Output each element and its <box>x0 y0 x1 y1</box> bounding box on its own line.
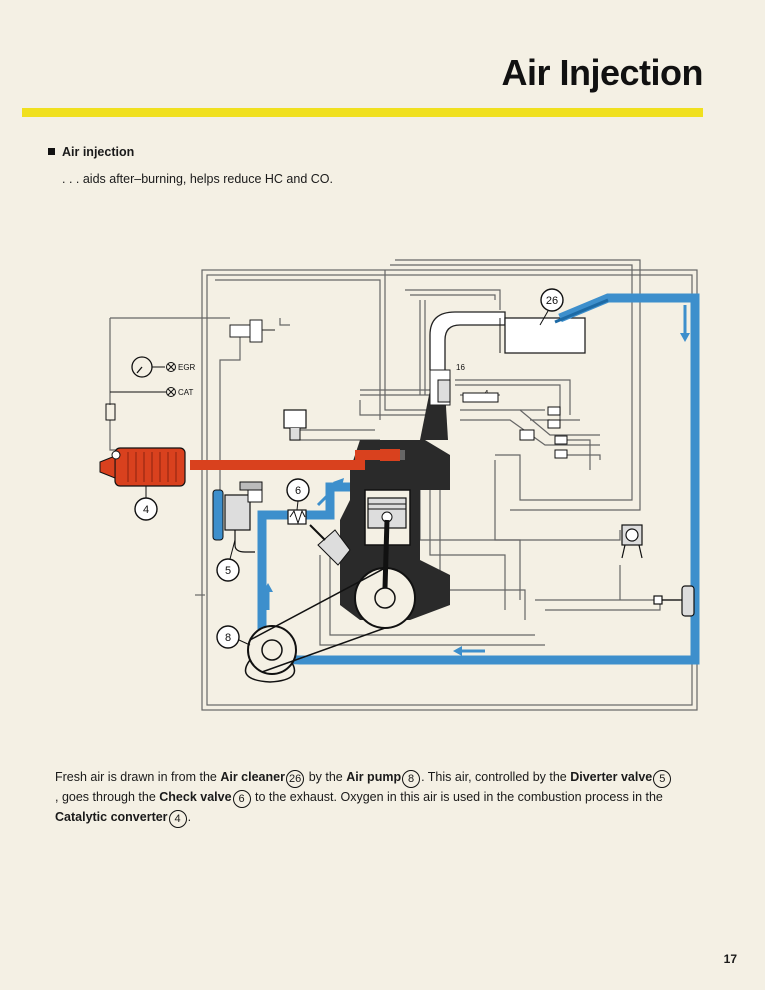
callout-4: 4 <box>134 486 158 521</box>
sensor-cluster-icon <box>519 406 568 459</box>
check-valve-icon <box>287 509 307 525</box>
egr-valve-icon <box>283 409 307 429</box>
egr-lamp-icon <box>166 362 176 372</box>
distributor-icon <box>621 524 643 559</box>
catalytic-converter-term: Catalytic converter <box>55 810 168 824</box>
callout-26: 26 <box>539 288 564 326</box>
diverter-valve-term: Diverter valve <box>570 770 653 784</box>
svg-text:6: 6 <box>295 485 301 497</box>
small-label-16: 16 <box>456 363 465 372</box>
callout-ref-5: 5 <box>653 770 672 788</box>
section-heading-text: Air injection <box>62 145 135 159</box>
callout-ref-4: 4 <box>168 810 187 828</box>
section-subtitle: . . . aids after–burning, helps reduce H… <box>62 172 333 186</box>
yellow-rule <box>22 108 703 117</box>
air-injection-diagram: EGR CAT 16 4 <box>99 259 700 711</box>
fresh-air-hose <box>257 293 700 665</box>
vacuum-advance-icon <box>653 585 695 617</box>
flow-arrows <box>263 305 690 656</box>
egr-label: EGR <box>178 363 196 372</box>
air-pump-icon <box>244 567 386 683</box>
svg-text:8: 8 <box>225 632 231 644</box>
air-cleaner-term: Air cleaner <box>220 770 285 784</box>
callout-ref-6: 6 <box>232 790 251 808</box>
callout-ref-26: 26 <box>285 770 305 788</box>
vacuum-switch-icon <box>229 319 275 343</box>
air-cleaner <box>429 311 586 406</box>
air-pump-term: Air pump <box>346 770 402 784</box>
cat-lamp-icon <box>166 387 176 397</box>
svg-text:26: 26 <box>546 295 558 307</box>
callout-ref-8: 8 <box>402 770 421 788</box>
caption-paragraph: Fresh air is drawn in from the Air clean… <box>55 768 675 828</box>
callout-8: 8 <box>216 625 251 649</box>
catalytic-converter-icon <box>114 447 186 487</box>
resistor-icon <box>105 403 116 421</box>
check-valve-term: Check valve <box>159 790 232 804</box>
svg-text:4: 4 <box>143 504 149 516</box>
callout-6: 6 <box>286 478 310 511</box>
diverter-valve-icon <box>212 481 263 553</box>
callout-5: 5 <box>216 539 240 582</box>
square-bullet-icon <box>48 148 55 155</box>
page-title: Air Injection <box>501 52 703 93</box>
section-heading: Air injection <box>48 145 134 159</box>
dash-indicators: EGR CAT <box>105 356 196 421</box>
engine-assembly <box>309 390 450 629</box>
page-number: 17 <box>723 952 737 966</box>
cat-label: CAT <box>178 388 194 397</box>
svg-text:5: 5 <box>225 565 231 577</box>
exhaust-pipe <box>99 447 400 487</box>
